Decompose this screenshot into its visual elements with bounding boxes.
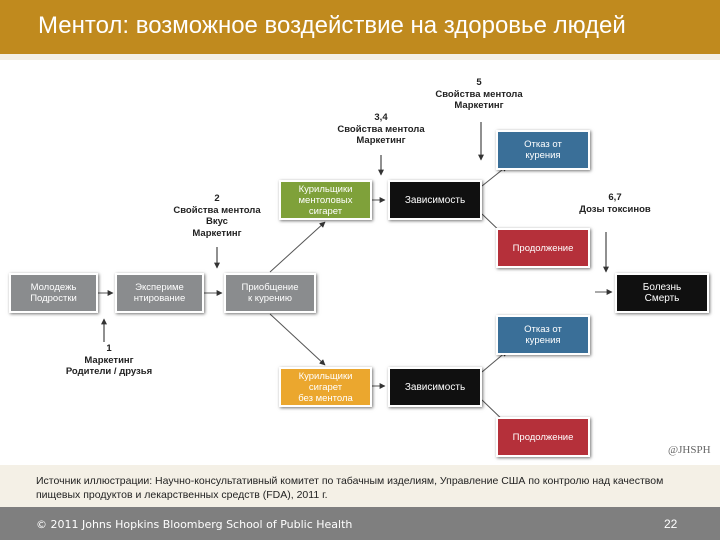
arrow-initiation-nonmenthol bbox=[269, 313, 326, 366]
source-text: Источник иллюстрации: Научно-консультати… bbox=[36, 475, 664, 501]
title-divider bbox=[0, 54, 720, 60]
copyright: © 2011 Johns Hopkins Bloomberg School of… bbox=[36, 518, 353, 531]
arrow-initiation-menthol bbox=[269, 221, 326, 273]
page-number: 22 bbox=[664, 517, 678, 531]
jhsph-logo: @JHSPH bbox=[668, 444, 711, 456]
source-panel bbox=[0, 465, 720, 507]
box-continue-bottom: Продолжение bbox=[496, 417, 590, 457]
footer: © 2011 Johns Hopkins Bloomberg School of… bbox=[0, 507, 720, 540]
annotation-5: 5 Свойства ментола Маркетинг bbox=[435, 77, 523, 111]
box-dependence-menthol: Зависимость bbox=[388, 180, 482, 220]
annotation-2: 2 Свойства ментола Вкус Маркетинг bbox=[173, 193, 261, 239]
title-bar: Ментол: возможное воздействие на здоровь… bbox=[0, 0, 720, 54]
box-dependence-nonmenthol: Зависимость bbox=[388, 367, 482, 407]
box-continue-top: Продолжение bbox=[496, 228, 590, 268]
annotation-67: 6,7 Дозы токсинов bbox=[579, 192, 651, 215]
annotation-34: 3,4 Свойства ментола Маркетинг bbox=[337, 112, 425, 146]
annotation-1: 1 Маркетинг Родители / друзья bbox=[65, 343, 153, 377]
slide-title: Ментол: возможное воздействие на здоровь… bbox=[38, 12, 626, 39]
